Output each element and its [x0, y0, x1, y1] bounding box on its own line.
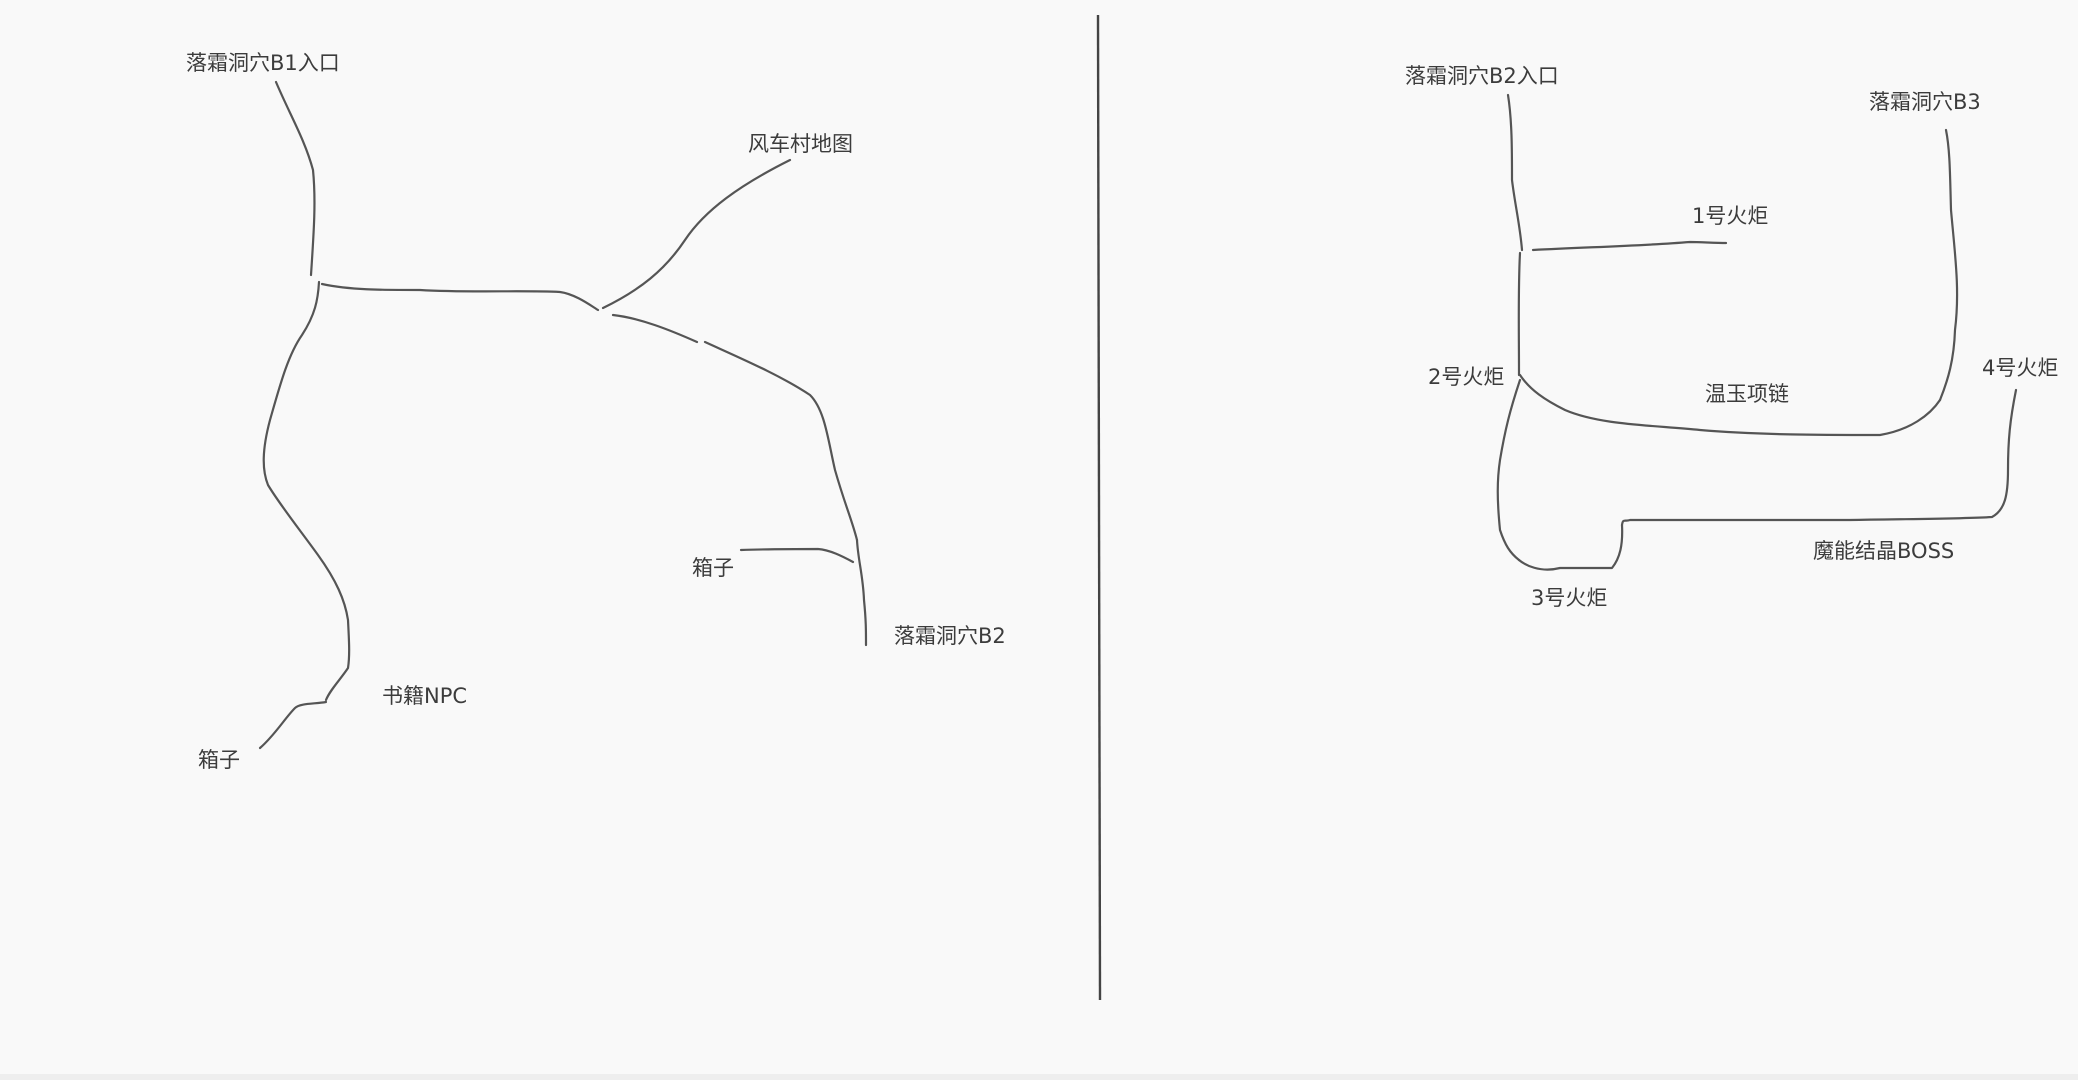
path-to-torch-3 — [1517, 523, 1624, 571]
path-to-necklace — [1518, 373, 1942, 437]
path-east-curve-b — [703, 340, 859, 542]
label-b2-entrance: 落霜洞穴B2入口 — [1405, 64, 1559, 88]
path-main-junction-down — [262, 280, 351, 702]
label-torch-3: 3号火炬 — [1531, 586, 1608, 610]
path-b2-entrance-down — [1506, 93, 1524, 252]
path-b2-main-down — [1517, 251, 1522, 377]
path-to-b2 — [855, 538, 868, 647]
path-to-windmill-map — [601, 158, 792, 310]
path-torch-2-down — [1496, 378, 1522, 562]
path-to-right-box — [739, 547, 855, 564]
label-b2: 落霜洞穴B2 — [894, 624, 1006, 648]
label-box-left: 箱子 — [198, 748, 240, 772]
label-magic-crystal-boss: 魔能结晶BOSS — [1813, 539, 1955, 563]
bottom-edge — [0, 1074, 2078, 1080]
label-book-npc: 书籍NPC — [382, 684, 468, 708]
label-torch-1: 1号火炬 — [1692, 204, 1769, 228]
label-b1-entrance: 落霜洞穴B1入口 — [186, 51, 340, 75]
map-divider — [1096, 14, 1102, 1001]
path-to-left-box — [258, 700, 328, 750]
path-to-boss — [1620, 388, 2018, 527]
label-windmill-village-map: 风车村地图 — [748, 132, 853, 156]
path-east-curve-a — [611, 313, 699, 344]
path-b1-entrance-down — [274, 80, 316, 277]
path-junction-east — [320, 282, 600, 312]
label-box-right: 箱子 — [692, 556, 734, 580]
label-warm-jade-necklace: 温玉项链 — [1705, 382, 1789, 406]
label-torch-2: 2号火炬 — [1428, 365, 1505, 389]
path-to-torch-1 — [1531, 240, 1728, 252]
label-torch-4: 4号火炬 — [1982, 356, 2059, 380]
path-b3-down — [1938, 128, 1959, 402]
label-b3: 落霜洞穴B3 — [1869, 90, 1981, 114]
